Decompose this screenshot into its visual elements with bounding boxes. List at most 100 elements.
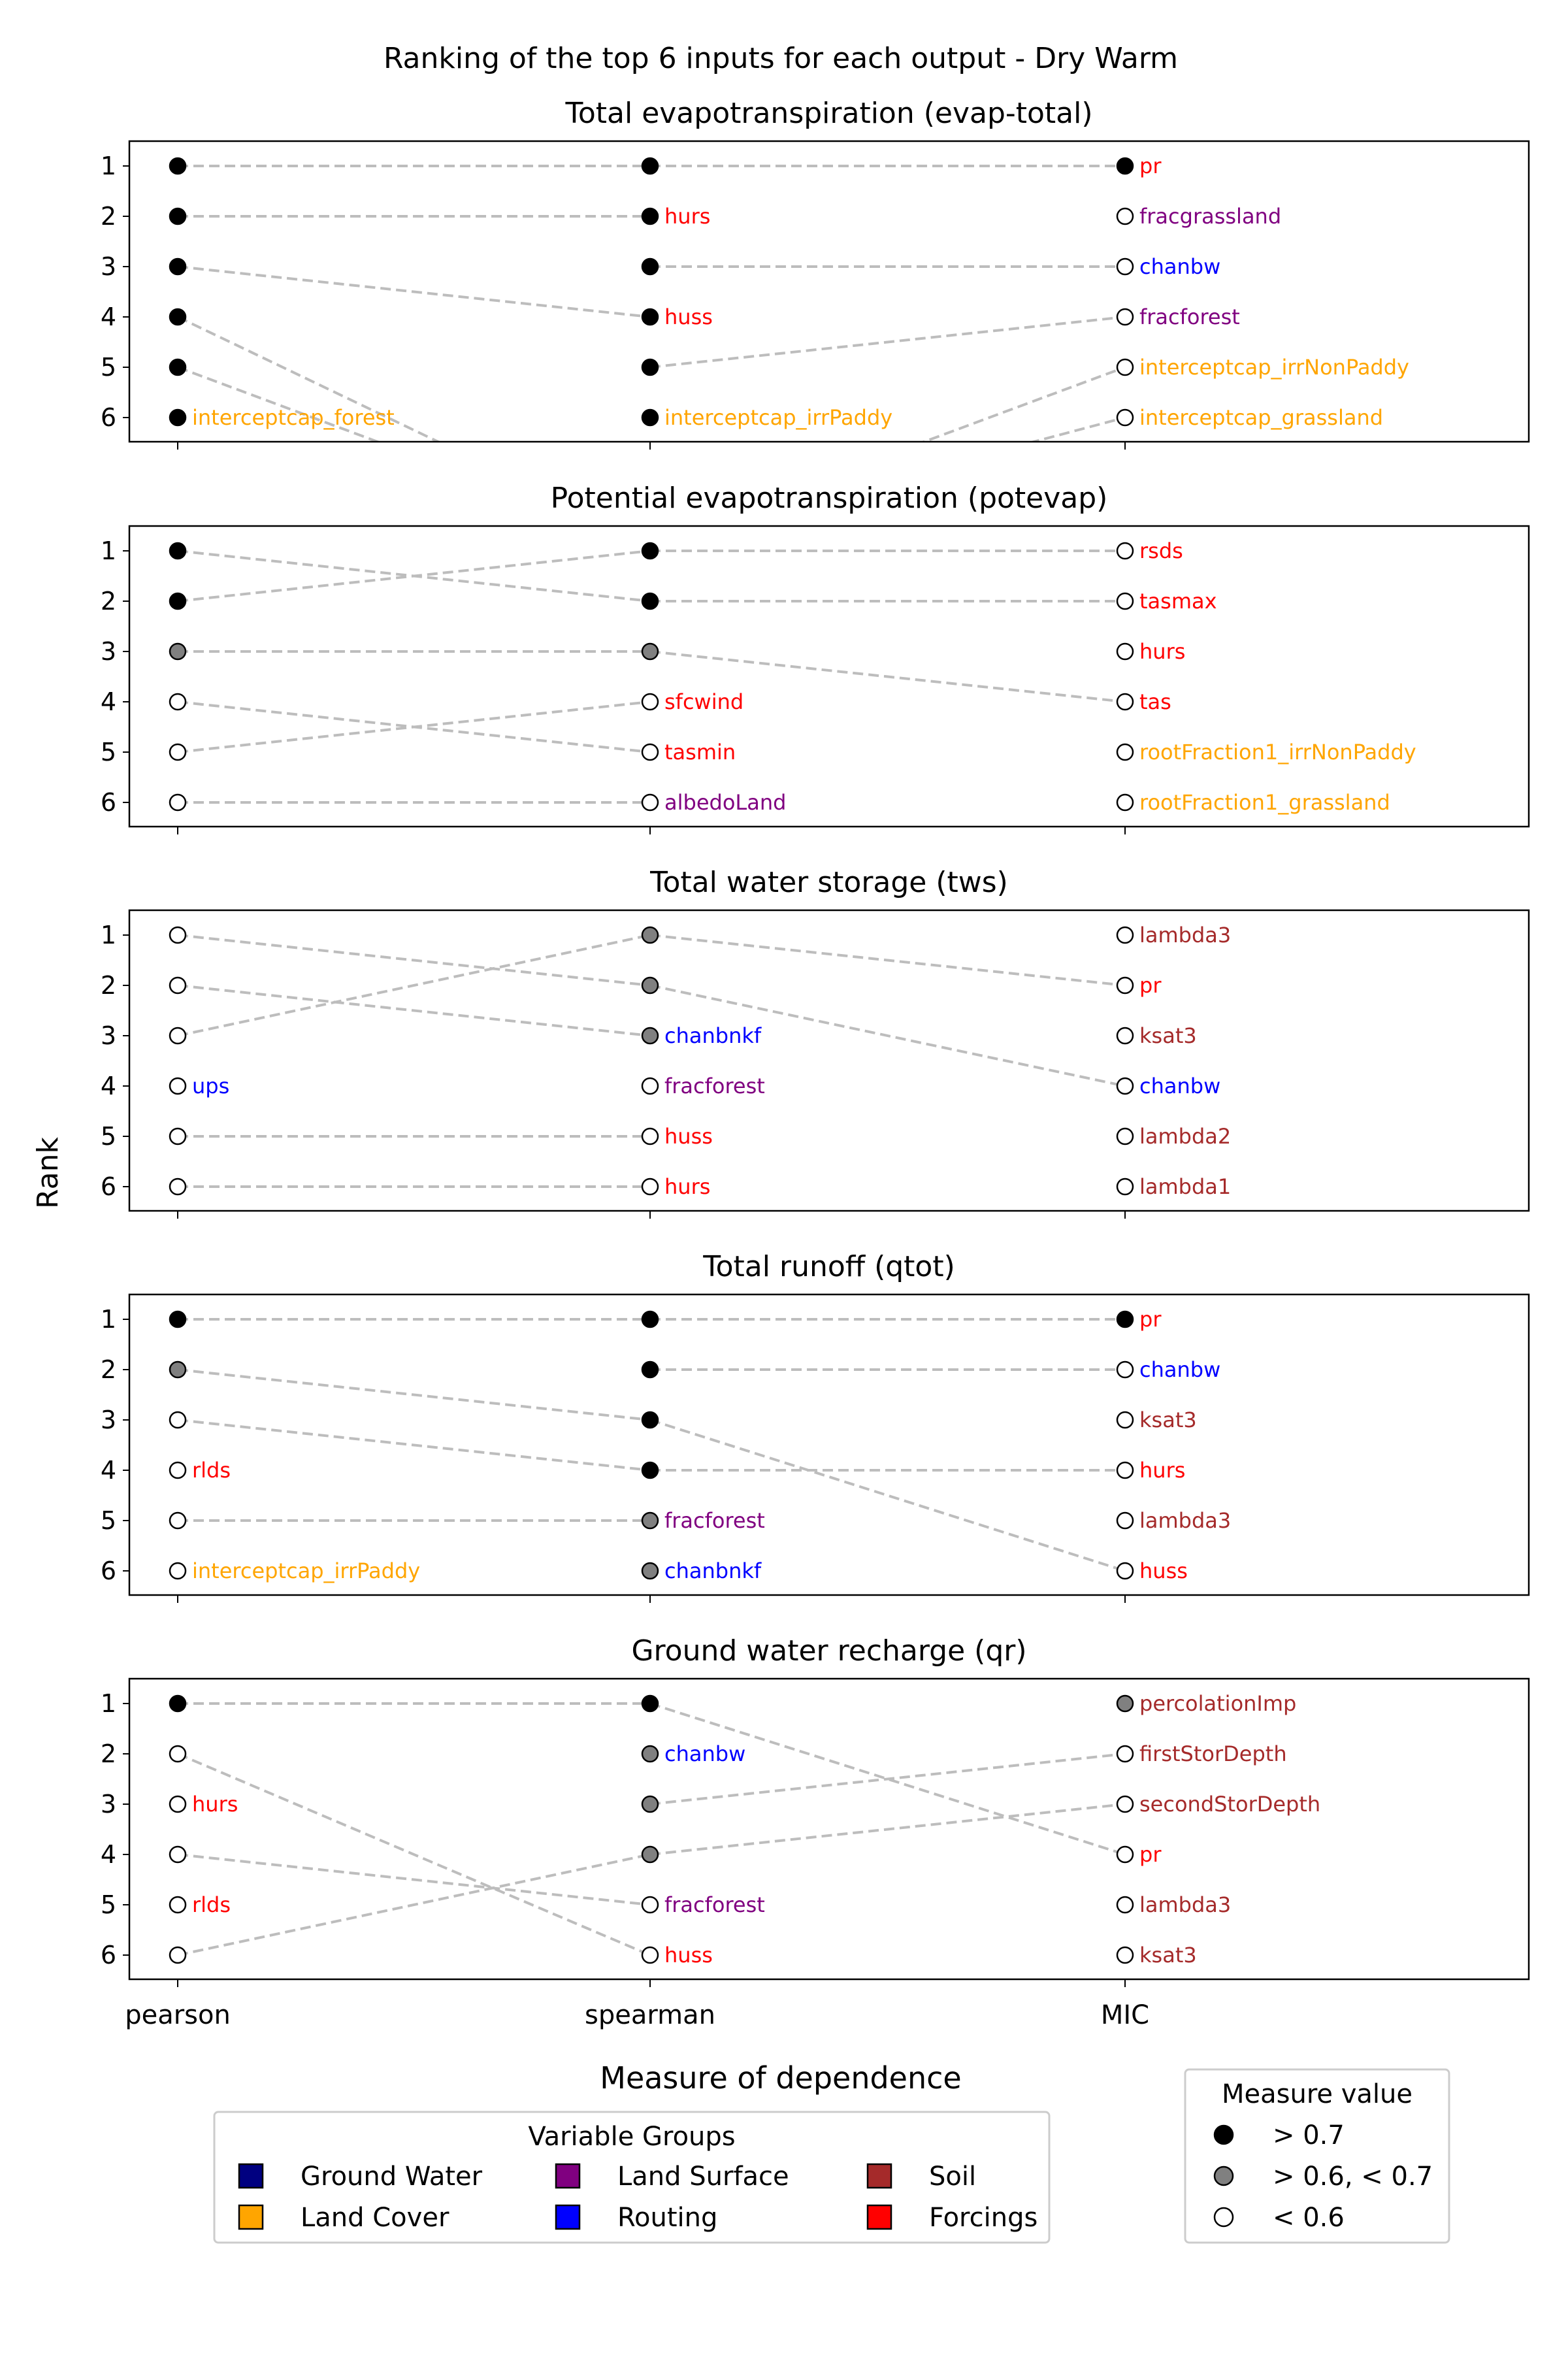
y-axis-label: Rank — [31, 1137, 65, 1209]
rank-marker — [641, 1896, 659, 1914]
variable-label-interceptcap-irrpaddy: interceptcap_irrPaddy — [192, 1558, 420, 1583]
y-tick-label: 5 — [101, 738, 116, 766]
y-tick-label: 6 — [101, 788, 116, 817]
rank-marker — [1116, 926, 1134, 944]
legend-swatch-soil — [866, 2163, 892, 2189]
y-tick-label: 5 — [101, 1890, 116, 1919]
variable-label-ksat3: ksat3 — [1139, 1023, 1197, 1048]
panel-frame — [128, 1293, 1530, 1596]
rank-marker — [641, 408, 659, 427]
variable-label-ksat3: ksat3 — [1139, 1943, 1197, 1968]
rank-marker — [169, 1795, 187, 1813]
panel-title: Potential evapotranspiration (potevap) — [551, 482, 1108, 515]
variable-label-fracforest: fracforest — [664, 1892, 765, 1917]
y-tick-label: 2 — [101, 1739, 116, 1768]
rank-marker — [1116, 693, 1134, 711]
rank-link-line — [649, 934, 1126, 987]
rank-marker — [169, 1178, 187, 1196]
legend-swatch-forcings — [866, 2204, 892, 2230]
variable-label-pr: pr — [1139, 973, 1162, 998]
panel-2: Potential evapotranspiration (potevap)12… — [101, 482, 1530, 834]
legend-swatch-land-surface — [555, 2163, 581, 2189]
variable-label-chanbw: chanbw — [1139, 254, 1220, 279]
rank-marker — [1116, 1077, 1134, 1095]
variable-label-fracforest: fracforest — [1139, 305, 1240, 329]
y-tick-label: 1 — [101, 152, 116, 180]
panel-frame — [128, 140, 1530, 443]
rank-marker — [169, 743, 187, 761]
variable-label-pr: pr — [1139, 1307, 1162, 1332]
variable-label-ksat3: ksat3 — [1139, 1408, 1197, 1432]
variable-label-tasmin: tasmin — [664, 740, 736, 765]
variable-label-pr: pr — [1139, 154, 1162, 178]
y-tick-label: 3 — [101, 1021, 116, 1050]
rank-marker — [641, 1360, 659, 1379]
rank-marker — [641, 257, 659, 276]
rank-marker — [169, 1896, 187, 1914]
rank-link-line — [177, 934, 651, 1037]
variable-label-chanbnkf: chanbnkf — [664, 1558, 762, 1583]
variable-label-hurs: hurs — [192, 1792, 238, 1817]
variable-label-lambda3: lambda3 — [1139, 1892, 1231, 1917]
rank-link-line — [920, 366, 1126, 442]
rank-link-line — [649, 316, 1126, 369]
legend-swatch-ground-water — [238, 2163, 264, 2189]
panel-frame — [128, 909, 1530, 1212]
rank-marker — [1116, 1896, 1134, 1914]
rank-marker — [641, 1027, 659, 1045]
legend-frame — [1184, 2068, 1450, 2244]
rank-marker — [641, 693, 659, 711]
rank-marker — [641, 743, 659, 761]
rank-marker — [641, 1795, 659, 1813]
rank-links — [177, 550, 1126, 804]
rank-marker — [1116, 642, 1134, 661]
rank-link-line — [649, 650, 1126, 703]
rank-link-line — [649, 1419, 1126, 1572]
variable-label-percolationimp: percolationImp — [1139, 1691, 1296, 1716]
y-tick-label: 5 — [101, 353, 116, 382]
variable-label-tasmax: tasmax — [1139, 589, 1217, 614]
rank-marker — [641, 976, 659, 995]
rank-link-line — [177, 1753, 651, 1956]
rank-link-line — [177, 934, 651, 987]
variable-label-secondstordepth: secondStorDepth — [1139, 1792, 1320, 1817]
rank-marker — [169, 926, 187, 944]
rank-marker — [641, 926, 659, 944]
panel-5: Ground water recharge (qr)123456hursrlds… — [101, 1634, 1530, 1987]
rank-marker — [641, 592, 659, 610]
rank-marker — [1116, 157, 1134, 175]
y-tick-label: 5 — [101, 1122, 116, 1151]
rank-marker — [169, 1562, 187, 1580]
y-tick-label: 3 — [101, 1406, 116, 1434]
legend-label-high: > 0.7 — [1273, 2120, 1345, 2150]
rank-marker — [169, 693, 187, 711]
rank-link-line — [1028, 416, 1126, 442]
rank-links — [177, 1702, 1126, 1956]
variable-label-chanbw: chanbw — [664, 1741, 745, 1766]
rank-marker — [169, 1127, 187, 1145]
rank-marker — [641, 358, 659, 376]
rank-marker — [1116, 743, 1134, 761]
legend-title: Measure value — [1222, 2079, 1413, 2109]
rank-marker — [641, 1077, 659, 1095]
legend-swatch-land-cover — [238, 2204, 264, 2230]
legend-marker-high — [1213, 2124, 1234, 2145]
panel-title: Total water storage (tws) — [649, 866, 1008, 899]
rank-links — [177, 165, 1126, 442]
rank-marker — [1116, 1178, 1134, 1196]
rank-link-line — [177, 1853, 651, 1956]
variable-label-hurs: hurs — [1139, 1458, 1185, 1483]
y-tick-label: 3 — [101, 637, 116, 666]
y-tick-label: 2 — [101, 971, 116, 1000]
panel-title: Total evapotranspiration (evap-total) — [564, 97, 1092, 130]
rank-marker — [169, 1310, 187, 1328]
legend-marker-low — [1213, 2207, 1234, 2228]
variable-label-fracforest: fracforest — [664, 1074, 765, 1098]
variable-label-huss: huss — [664, 305, 713, 329]
rank-marker — [641, 157, 659, 175]
y-tick-label: 6 — [101, 1172, 116, 1201]
rank-marker — [641, 642, 659, 661]
variable-label-lambda2: lambda2 — [1139, 1124, 1231, 1149]
